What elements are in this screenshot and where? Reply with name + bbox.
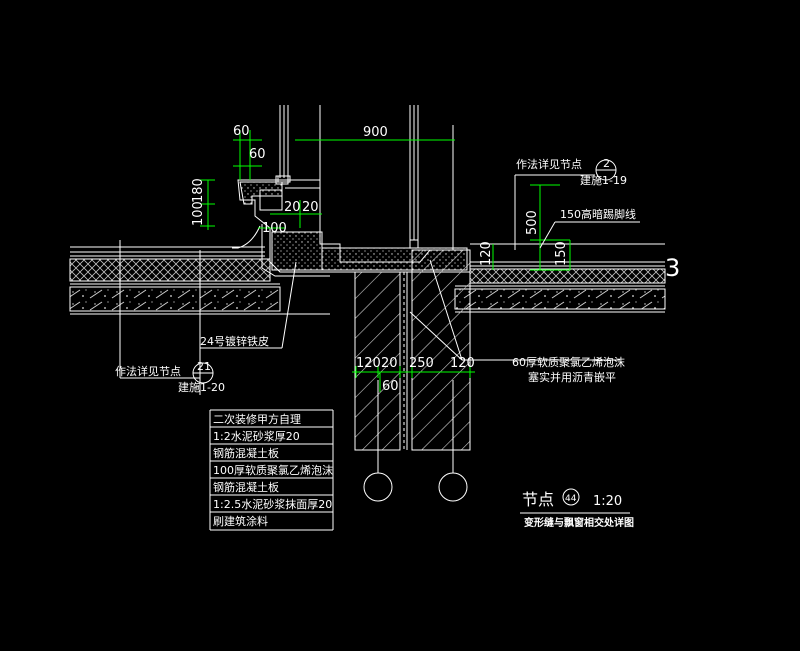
legend-item: 100厚软质聚氯乙烯泡沫 [213,463,333,477]
dim-900: 900 [363,125,388,140]
floor-slab-right [454,243,666,313]
dim-100-ledge: 100 [262,221,287,236]
dim-60-top: 60 [233,124,250,139]
title-subtitle: 变形缝与飘窗相交处详图 [524,516,634,529]
center-lines [119,105,541,378]
note-ref-left-num: 21 [197,360,211,373]
dim-180-vertical: 180 [191,178,206,203]
legend-item: 1:2水泥砂浆厚20 [213,429,300,443]
dim-60-bottom: 60 [382,379,399,394]
title-number: 44 [565,494,577,504]
leader-lines [120,174,640,530]
legend-table [210,426,333,531]
note-foam-2: 塞实并用沥青嵌平 [528,370,616,384]
wall-columns [354,249,471,451]
legend-item: 1:2.5水泥砂浆抹面厚20 [213,497,332,511]
legend-item: 二次装修甲方自理 [213,412,301,426]
legend-item: 钢筋混凝土板 [213,480,279,494]
note-skirting: 150高暗踢脚线 [560,207,636,221]
note-ref-left: 作法详见节点 [115,364,181,378]
dimension-lines [200,130,571,392]
dim-20-right: 20 [302,200,319,215]
title-label: 节点 [522,490,554,509]
section-mark: 3 [665,254,680,282]
note-foam-1: 60厚软质聚氯乙烯泡沫 [512,355,625,369]
dim-120-bottom-left: 120 [356,356,381,371]
dim-500: 500 [525,210,540,235]
dim-60-second: 60 [249,147,266,162]
note-ref-top-sheet: 建施1-19 [580,173,627,187]
note-ref-left-sheet: 建施1-20 [178,380,225,394]
detail-callouts [192,159,630,514]
dim-250-bottom: 250 [409,356,434,371]
window-frame [277,105,419,249]
dim-20-bottom: 20 [381,356,398,371]
dim-120-vertical: 120 [479,241,494,266]
dim-100-vertical: 100 [191,201,206,226]
title-scale: 1:20 [593,494,622,509]
dim-150: 150 [554,241,569,266]
legend-item: 钢筋混凝土板 [213,446,279,460]
legend-item: 刷建筑涂料 [213,514,268,528]
dim-20-left: 20 [284,200,301,215]
dim-120-bottom-right: 120 [450,356,475,371]
note-galvanized-sheet: 24号镀锌铁皮 [200,334,269,348]
note-ref-top-num: 2 [603,157,610,170]
note-ref-top: 作法详见节点 [516,157,582,171]
axis-markers [363,380,468,502]
